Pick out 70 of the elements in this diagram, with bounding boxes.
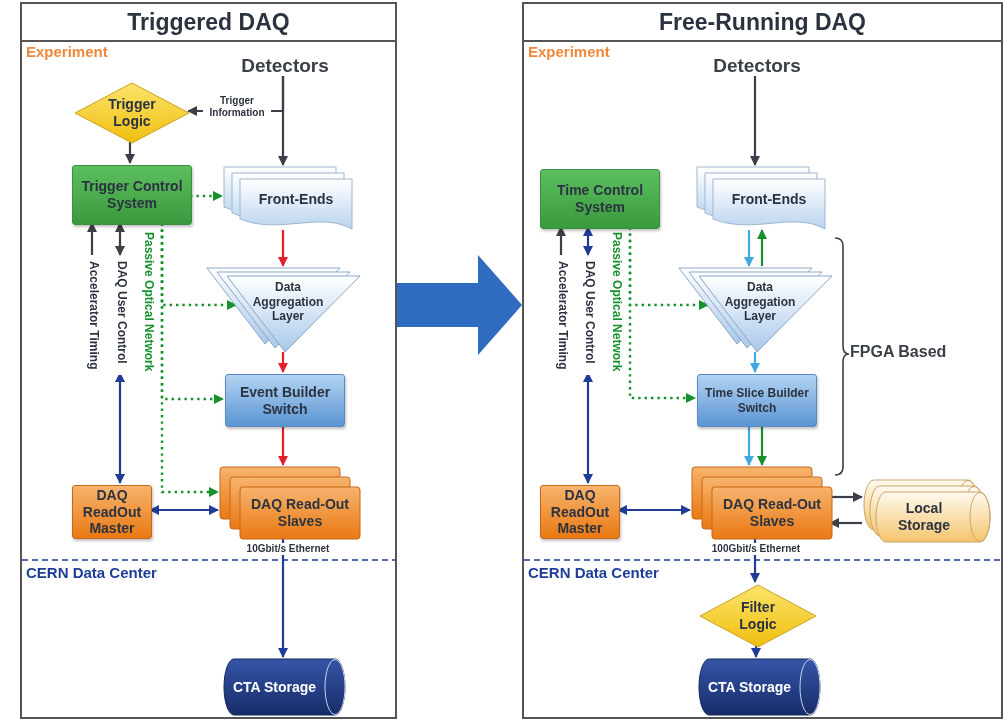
- node-label: DAQ ReadOut Master: [81, 486, 143, 538]
- funnel-stack: [207, 268, 362, 354]
- panel: [522, 2, 1003, 719]
- section-label: Experiment: [528, 44, 610, 61]
- arrow: [744, 230, 754, 267]
- arrow: [125, 142, 135, 164]
- decision-diamond: [74, 82, 190, 144]
- storage-cylinder-stack: [864, 480, 994, 542]
- process-box: [540, 485, 620, 539]
- arrow: [750, 76, 760, 166]
- node-label: CTA Storage: [232, 678, 317, 696]
- arrow: [278, 230, 288, 267]
- process-box: [225, 374, 345, 427]
- block-arrow: [397, 255, 522, 355]
- node-label: Time Control System: [555, 182, 645, 216]
- network-label: Passive Optical Network: [142, 232, 156, 372]
- arrow: [556, 226, 566, 255]
- double-arrow: [583, 372, 593, 484]
- storage-cylinder: [699, 659, 820, 715]
- arrow: [750, 352, 760, 373]
- node-label: DAQ Read-Out Slaves: [250, 496, 350, 530]
- section-label: CERN Data Center: [26, 565, 157, 582]
- section-label: CERN Data Center: [528, 565, 659, 582]
- source-label: Detectors: [235, 54, 335, 78]
- node-label: Time Slice Builder Switch: [704, 386, 810, 415]
- arrow: [757, 425, 767, 466]
- node-label: Trigger Logic: [107, 96, 157, 130]
- node-label: Trigger Control System: [80, 178, 184, 212]
- arrow: [278, 425, 288, 466]
- box-stack: [220, 467, 360, 539]
- panel: [20, 2, 397, 719]
- arrow: [744, 425, 754, 466]
- double-arrow: [583, 226, 593, 256]
- double-arrow: [617, 505, 691, 515]
- node-label: Front-Ends: [258, 190, 334, 208]
- node-label: Front-Ends: [731, 190, 807, 208]
- node-label: Data Aggregation Layer: [723, 280, 797, 324]
- arrow: [87, 222, 97, 255]
- arrow: [830, 492, 863, 502]
- node-label: Local Storage: [896, 500, 952, 534]
- node-label: CTA Storage: [707, 678, 792, 696]
- double-arrow: [115, 372, 125, 484]
- arrow: [757, 229, 767, 266]
- panel-title: Triggered DAQ: [127, 8, 290, 36]
- node-label: Filter Logic: [738, 599, 778, 633]
- network-label: Passive Optical Network: [610, 232, 624, 372]
- arrow: [751, 646, 761, 658]
- double-arrow: [115, 222, 125, 256]
- process-box: [540, 169, 660, 229]
- box-stack: [692, 467, 832, 539]
- process-box: [697, 374, 817, 427]
- node-label: DAQ Read-Out Slaves: [722, 496, 822, 530]
- section-label: Experiment: [26, 44, 108, 61]
- node-label: Data Aggregation Layer: [251, 280, 325, 324]
- process-box: [72, 165, 192, 225]
- document-stack: [224, 167, 352, 232]
- edge-label: Trigger Information: [203, 95, 271, 118]
- node-label: DAQ ReadOut Master: [549, 486, 611, 538]
- double-arrow: [149, 505, 219, 515]
- funnel-stack: [679, 268, 834, 354]
- storage-cylinder: [224, 659, 345, 715]
- document-stack: [697, 167, 825, 232]
- bracket-label: FPGA Based: [850, 343, 947, 361]
- source-label: Detectors: [707, 54, 807, 78]
- panel-title: Free-Running DAQ: [659, 8, 866, 36]
- node-label: Event Builder Switch: [238, 383, 332, 418]
- arrow: [278, 537, 288, 658]
- arrow: [278, 352, 288, 373]
- decision-diamond: [699, 584, 817, 648]
- process-box: [72, 485, 152, 539]
